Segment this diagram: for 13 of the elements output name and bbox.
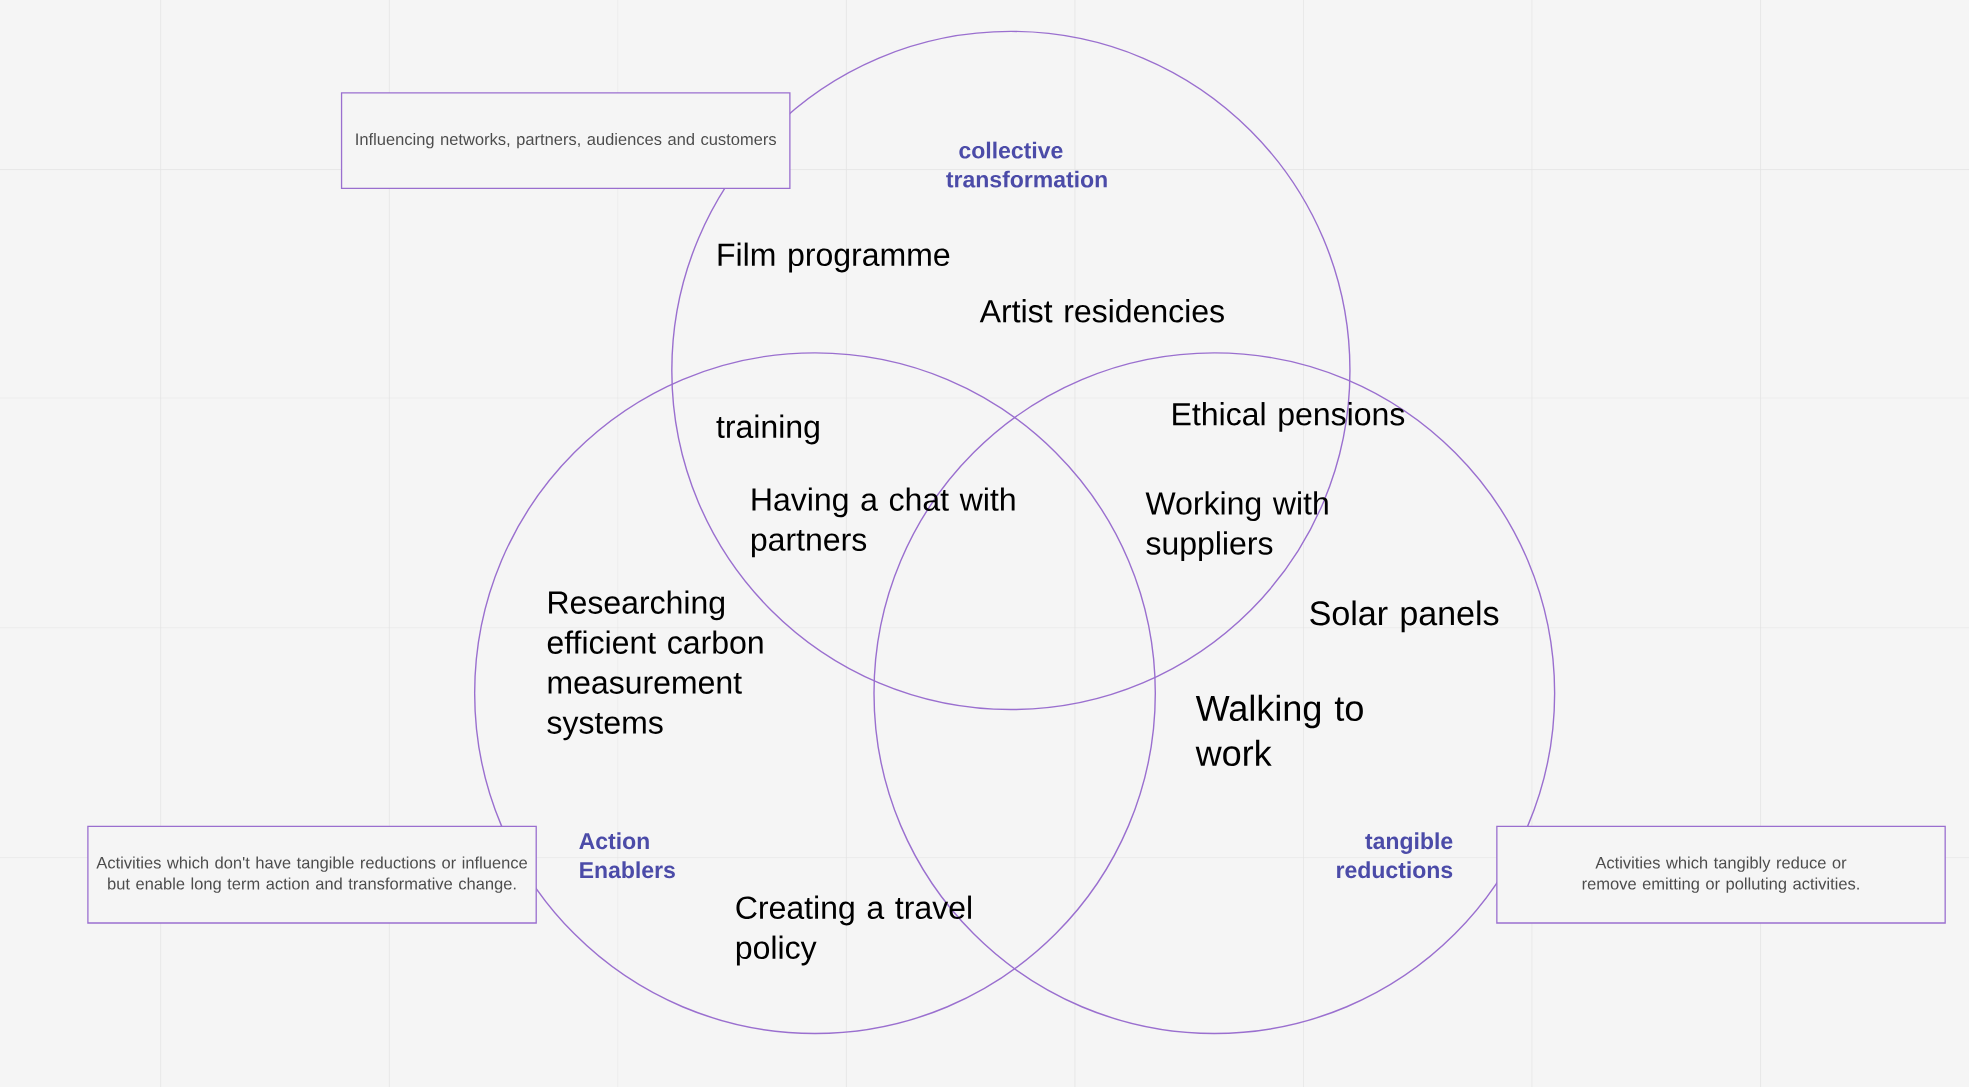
activity-label: Artist residencies: [979, 298, 1224, 323]
description-box: Influencing networks, partners, audiences and customers: [340, 92, 791, 189]
description-box: Activities which tangibly reduce or remove emitting or polluting activities.: [1496, 825, 1946, 924]
activity-label: Solar panels: [1310, 600, 1499, 632]
activity-label: Creating a travel policy: [736, 895, 971, 966]
activity-label: Film programme: [718, 242, 950, 273]
activity-label: training: [716, 414, 819, 445]
activity-label: Working with suppliers: [1145, 490, 1328, 561]
description-box: Activities which don't have tangible reductions or influence but enable long term action and transformative change.: [87, 825, 537, 924]
activity-label: Researching efficient carbon measurement systems: [547, 590, 763, 740]
activity-label: Ethical pensions: [1173, 401, 1405, 432]
activity-label: Having a chat with partners: [751, 487, 1015, 557]
activity-label: Walking to work: [1195, 694, 1363, 766]
